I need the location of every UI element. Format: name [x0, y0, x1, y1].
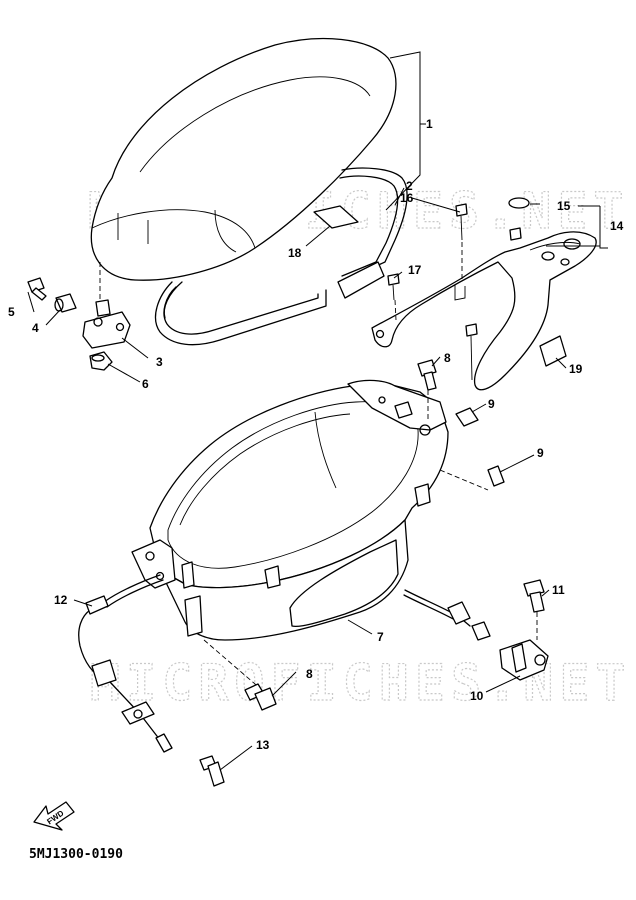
bolt-11	[523, 579, 545, 640]
label-plate	[313, 205, 359, 229]
nut-9-upper	[455, 407, 479, 427]
seat	[90, 37, 397, 300]
callout-7: 7	[377, 630, 384, 644]
reflector-label	[539, 335, 567, 367]
seat-lock	[499, 639, 549, 681]
bolt-8-lower	[244, 683, 277, 711]
callout-13: 13	[256, 738, 270, 752]
bolt-13	[199, 755, 225, 787]
callout-14: 14	[610, 219, 624, 233]
callout-17: 17	[408, 263, 422, 277]
callout-19: 19	[569, 362, 583, 376]
callout-12: 12	[54, 593, 68, 607]
callout-6: 6	[142, 377, 149, 391]
callout-10: 10	[470, 689, 484, 703]
callout-15: 15	[557, 199, 571, 213]
cap	[508, 197, 530, 209]
callout-8-upper: 8	[444, 351, 451, 365]
luggage-box	[131, 379, 489, 691]
nut-9-lower	[487, 465, 505, 487]
callout-9-lower: 9	[537, 446, 544, 460]
fwd-arrow-icon: FWD	[33, 801, 75, 831]
callout-1: 1	[426, 117, 433, 131]
callout-8-lower: 8	[306, 667, 313, 681]
callout-5: 5	[8, 305, 15, 319]
callout-2: 2	[406, 179, 413, 193]
seat-hinge-parts	[27, 277, 131, 371]
bolt-8-upper	[417, 359, 437, 391]
callout-11: 11	[552, 583, 565, 597]
callout-16: 16	[400, 191, 414, 205]
callout-9-upper: 9	[488, 397, 495, 411]
callout-4: 4	[32, 321, 39, 335]
callout-3: 3	[156, 355, 163, 369]
watermark-bottom: MICROFICHES.NET	[90, 654, 632, 712]
part-code: 5MJ1300-0190	[29, 847, 123, 862]
callout-18: 18	[288, 246, 302, 260]
seat-lock-cable	[78, 574, 491, 753]
seal-gasket	[155, 167, 408, 346]
